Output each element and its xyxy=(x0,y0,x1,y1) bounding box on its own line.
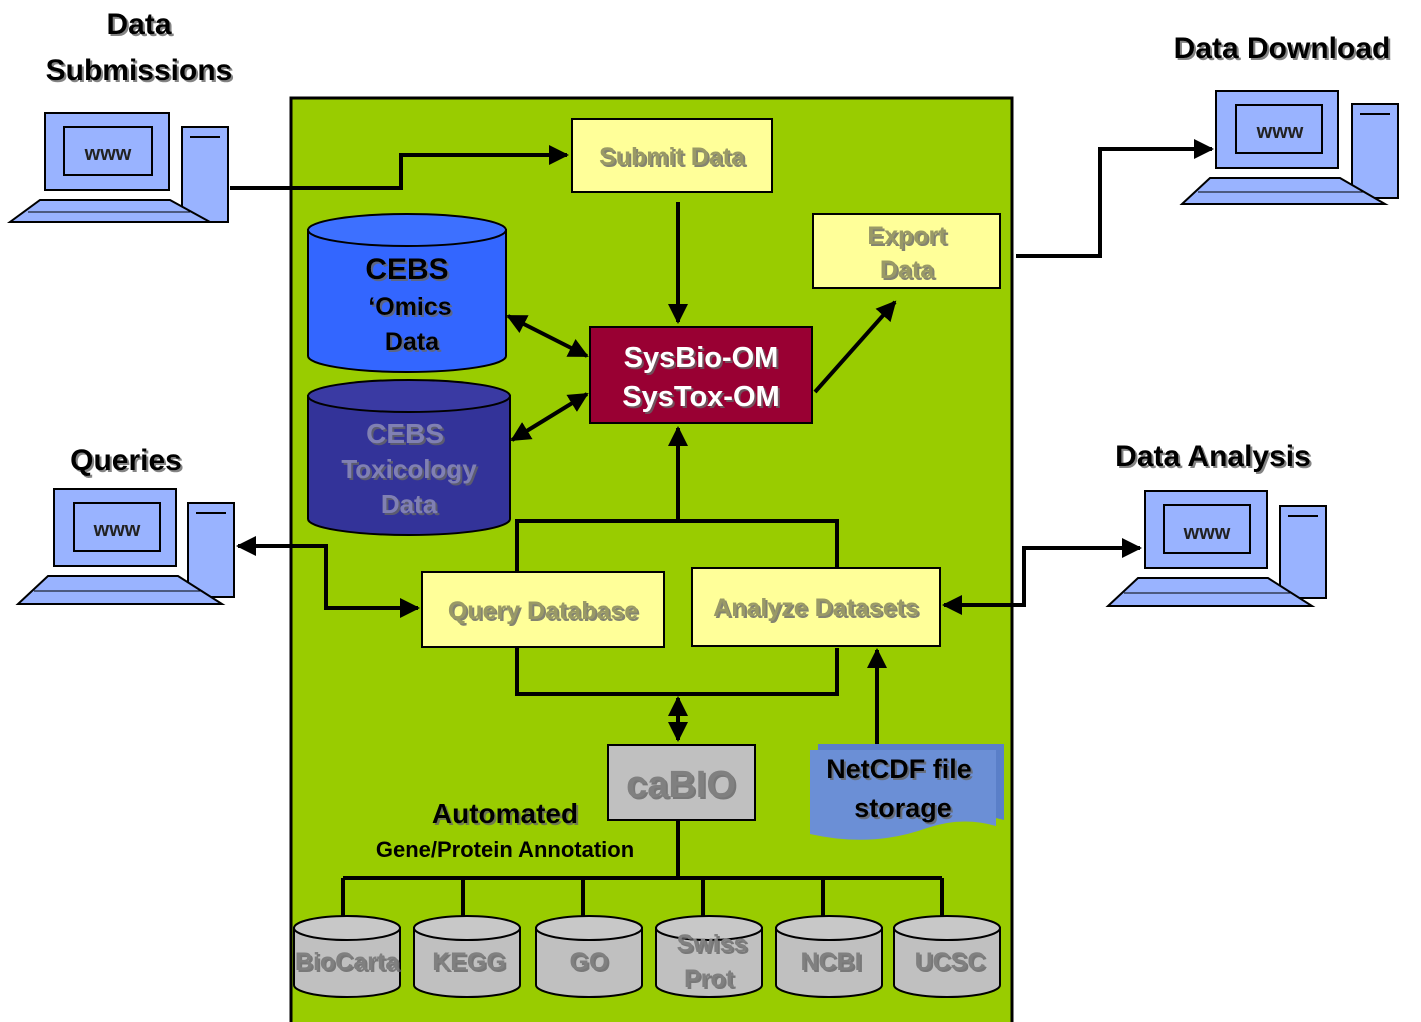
query-database-label: Query Database xyxy=(448,597,638,625)
annotation-title: Automated xyxy=(432,798,578,829)
source-cylinder-ucsc[interactable]: UCSC xyxy=(893,915,1001,998)
www-label: www xyxy=(84,143,132,165)
source-label: NCBI xyxy=(800,948,861,976)
arrow-submissions-to-submit xyxy=(230,145,569,190)
source-label: KEGG xyxy=(432,948,506,976)
omics-label-line1: CEBS xyxy=(365,253,448,286)
heading-data-download: Data Download xyxy=(1174,32,1391,65)
sysbio-om-label: SysBio-OM xyxy=(624,342,779,374)
www-label: www xyxy=(1256,121,1304,143)
source-label: UCSC xyxy=(915,948,986,976)
www-label: www xyxy=(93,519,141,541)
arrow-analyze-analysis xyxy=(942,538,1142,615)
arrow-omics-core xyxy=(506,314,589,358)
www-label: www xyxy=(1183,522,1231,544)
export-data-label-line1: Export xyxy=(867,222,947,250)
source-cylinder-swissprot[interactable]: Swiss Prot xyxy=(655,915,763,998)
omics-database-cylinder[interactable]: CEBS ‘Omics Data xyxy=(307,213,507,373)
source-label-line2: Prot xyxy=(684,965,735,993)
cabio-box[interactable]: caBIO xyxy=(607,744,756,821)
netcdf-label-line2: storage xyxy=(854,793,952,823)
omics-label-line3: Data xyxy=(385,328,440,356)
annotation-subtitle: Gene/Protein Annotation xyxy=(376,837,634,862)
export-data-label-line2: Data xyxy=(880,256,935,284)
connectors xyxy=(230,139,1214,920)
netcdf-storage-shape[interactable]: NetCDF file storage xyxy=(810,744,1004,840)
source-cylinder-biocarta[interactable]: BioCarta xyxy=(293,915,401,998)
netcdf-label-line1: NetCDF file xyxy=(826,754,972,784)
source-label-line1: Swiss xyxy=(677,930,748,958)
tox-label-line3: Data xyxy=(381,489,438,519)
cabio-label: caBIO xyxy=(626,764,736,806)
source-label: BioCarta xyxy=(295,948,400,976)
heading-queries: Queries xyxy=(70,444,182,477)
computer-icon-download[interactable]: www xyxy=(1179,90,1399,205)
source-cylinder-kegg[interactable]: KEGG xyxy=(413,915,521,998)
arrow-export-to-download xyxy=(1016,139,1214,258)
analyze-datasets-box[interactable]: Analyze Datasets xyxy=(691,567,941,647)
source-cylinder-go[interactable]: GO xyxy=(535,915,643,998)
heading-data-submissions-line2: Submissions xyxy=(46,54,233,87)
computer-icon-queries[interactable]: www xyxy=(15,488,235,605)
submit-data-label: Submit Data xyxy=(599,143,746,171)
systox-om-label: SysTox-OM xyxy=(622,381,779,413)
object-model-box[interactable]: SysBio-OM SysTox-OM xyxy=(589,326,813,424)
arrow-core-to-export xyxy=(813,300,897,394)
heading-data-analysis: Data Analysis xyxy=(1115,440,1311,473)
analyze-datasets-label: Analyze Datasets xyxy=(713,594,919,622)
export-data-box[interactable]: Export Data xyxy=(812,213,1001,289)
arrow-queries-query xyxy=(236,536,420,618)
query-database-box[interactable]: Query Database xyxy=(421,571,665,648)
arrow-tox-core xyxy=(510,392,589,442)
omics-label-line2: ‘Omics xyxy=(368,293,451,321)
computer-icon-submissions[interactable]: www xyxy=(6,112,229,223)
submit-data-box[interactable]: Submit Data xyxy=(571,118,773,193)
source-cylinder-ncbi[interactable]: NCBI xyxy=(775,915,883,998)
tox-label-line1: CEBS xyxy=(366,418,444,449)
toxicology-database-cylinder[interactable]: CEBS Toxicology Data xyxy=(307,379,511,536)
computer-icon-analysis[interactable]: www xyxy=(1105,490,1327,607)
source-label: GO xyxy=(570,948,609,976)
source-databases: BioCarta KEGG GO Swiss Prot NCBI UCSC xyxy=(293,915,1001,998)
bracket-lower xyxy=(515,648,839,696)
heading-data-submissions-line1: Data xyxy=(106,8,171,41)
tox-label-line2: Toxicology xyxy=(341,454,477,484)
